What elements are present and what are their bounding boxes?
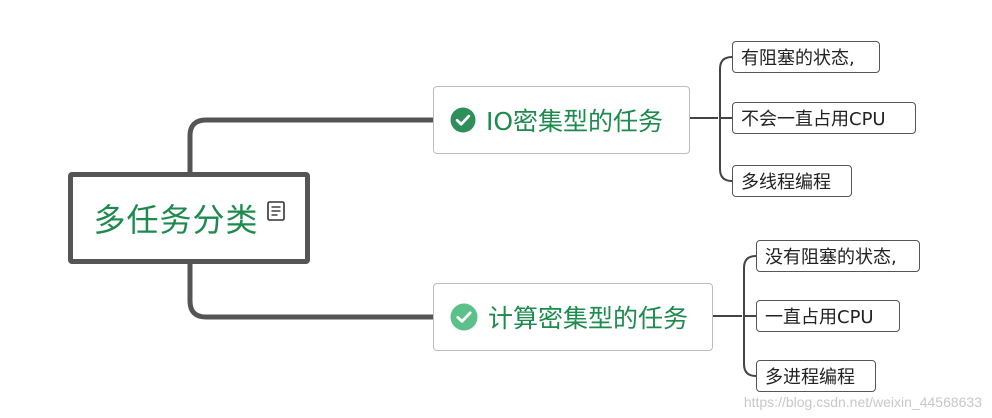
leaf-topic-always-cpu[interactable]: 一直占用CPU [756, 300, 900, 332]
root-to-branch-2-connector [187, 261, 436, 320]
branch-1-to-leaves-connector [690, 56, 733, 182]
branch-2-to-leaves-connector [713, 255, 757, 377]
branch-topic-cpu-bound[interactable]: 计算密集型的任务 [433, 283, 713, 351]
check-circle-icon [450, 303, 478, 331]
check-circle-icon [450, 107, 476, 133]
branch-topic-label: IO密集型的任务 [486, 107, 664, 136]
branch-topic-io-bound[interactable]: IO密集型的任务 [433, 86, 690, 154]
leaf-topic-not-always-cpu[interactable]: 不会一直占用CPU [732, 102, 916, 134]
leaf-topic-multiprocessing[interactable]: 多进程编程 [756, 360, 876, 392]
leaf-topic-no-blocking-state[interactable]: 没有阻塞的状态, [756, 240, 920, 272]
branch-topic-label: 计算密集型的任务 [488, 304, 689, 333]
root-topic[interactable]: 多任务分类 [68, 172, 310, 264]
root-to-branch-1-connector [187, 117, 436, 175]
watermark: https://blog.csdn.net/weixin_44568633 [743, 394, 982, 410]
root-topic-label: 多任务分类 [93, 201, 259, 239]
leaf-topic-blocking-state[interactable]: 有阻塞的状态, [732, 41, 880, 73]
note-icon[interactable] [266, 201, 285, 225]
leaf-topic-multithreading[interactable]: 多线程编程 [732, 165, 852, 197]
